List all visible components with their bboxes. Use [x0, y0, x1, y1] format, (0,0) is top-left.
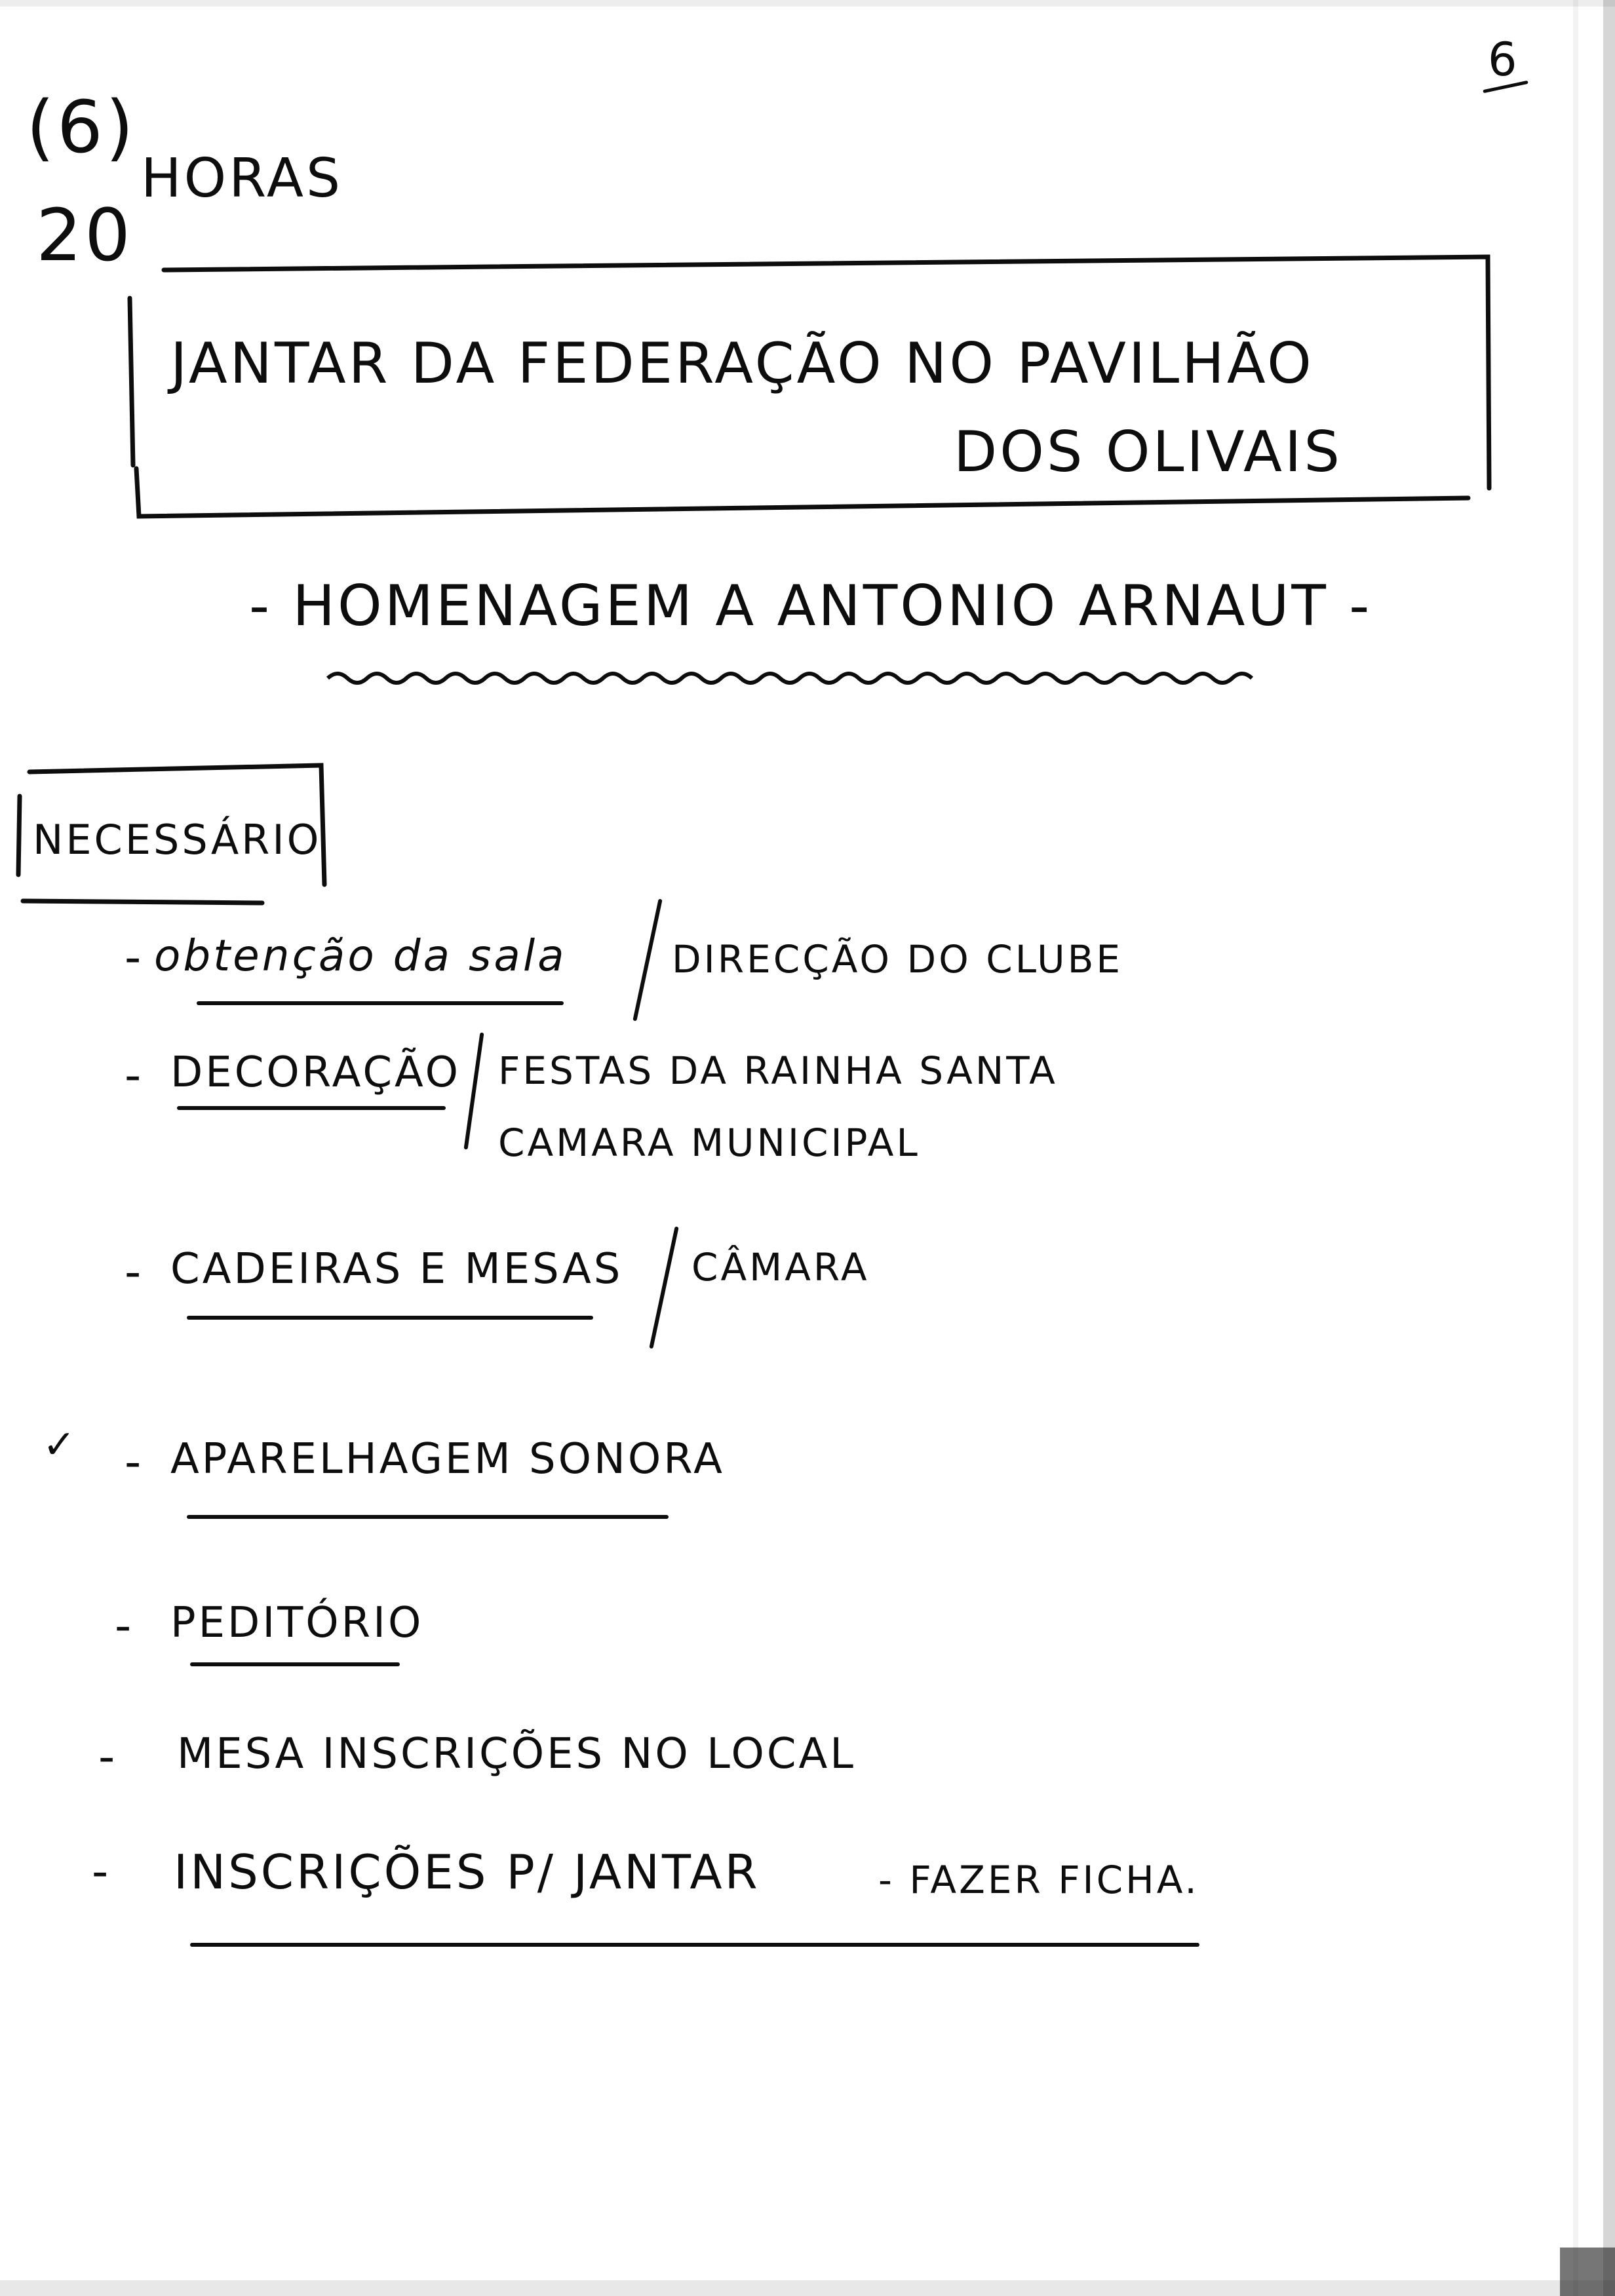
list-item-dash: - [125, 1435, 144, 1489]
list-item-task: DECORAÇÃO [170, 1048, 461, 1097]
event-hour: 20 [36, 193, 133, 277]
list-item-dash: - [98, 1730, 118, 1784]
list-item-dash: - [92, 1845, 111, 1898]
list-item-note: CAMARA MUNICIPAL [498, 1120, 920, 1165]
list-item-dash: - [125, 1048, 144, 1102]
task-underline [177, 1106, 446, 1110]
task-underline [190, 1943, 1199, 1947]
list-item-dash: - [115, 1599, 134, 1653]
list-item-dash: - [125, 1245, 144, 1299]
event-subtitle: - HOMENAGEM A ANTONIO ARNAUT - [249, 573, 1372, 639]
list-item-note: CÂMARA [691, 1245, 870, 1290]
list-item-task: INSCRIÇÕES P/ JANTAR [174, 1845, 760, 1900]
list-item-note: DIRECÇÃO DO CLUBE [672, 937, 1123, 982]
event-title-line-1: JANTAR DA FEDERAÇÃO NO PAVILHÃO [170, 331, 1314, 396]
list-item-task: obtenção da sala [154, 930, 567, 981]
list-item-task: CADEIRAS E MESAS [170, 1245, 623, 1293]
task-underline [187, 1316, 593, 1320]
sheet-number: 6 [1488, 33, 1520, 86]
event-title-line-2: DOS OLIVAIS [954, 419, 1342, 485]
list-item-task: PEDITÓRIO [170, 1599, 424, 1647]
list-item-task: APARELHAGEM SONORA [170, 1435, 725, 1483]
check-mark-icon: ✓ [43, 1422, 79, 1468]
task-underline [190, 1662, 400, 1666]
list-item-note: FESTAS DA RAINHA SANTA [498, 1048, 1058, 1093]
hours-label: HORAS [141, 147, 343, 210]
item-number: (6) [26, 85, 136, 169]
needed-label: NECESSÁRIO [33, 816, 322, 864]
list-item-task: MESA INSCRIÇÕES NO LOCAL [177, 1730, 856, 1778]
list-item-dash: - [125, 930, 144, 984]
task-underline [187, 1515, 669, 1519]
list-item-note: - FAZER FICHA. [878, 1858, 1199, 1902]
task-underline [197, 1001, 564, 1005]
